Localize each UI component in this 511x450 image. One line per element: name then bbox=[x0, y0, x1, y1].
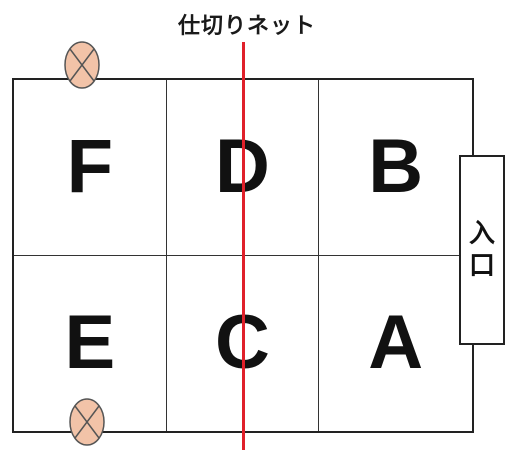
entrance-box: 入 口 bbox=[459, 155, 505, 345]
entrance-char-1: 入 bbox=[468, 218, 495, 249]
crossed-lamp-icon bbox=[63, 40, 101, 90]
entrance-char-2: 口 bbox=[468, 251, 495, 281]
court-cell-f: F bbox=[14, 80, 167, 256]
court-cell-a: A bbox=[368, 300, 424, 386]
partition-net-line bbox=[242, 42, 245, 450]
net-title: 仕切りネット bbox=[178, 14, 317, 39]
court-cell-b: B bbox=[319, 80, 472, 256]
court-cell-e: E bbox=[14, 255, 167, 431]
crossed-lamp-icon bbox=[68, 397, 106, 447]
